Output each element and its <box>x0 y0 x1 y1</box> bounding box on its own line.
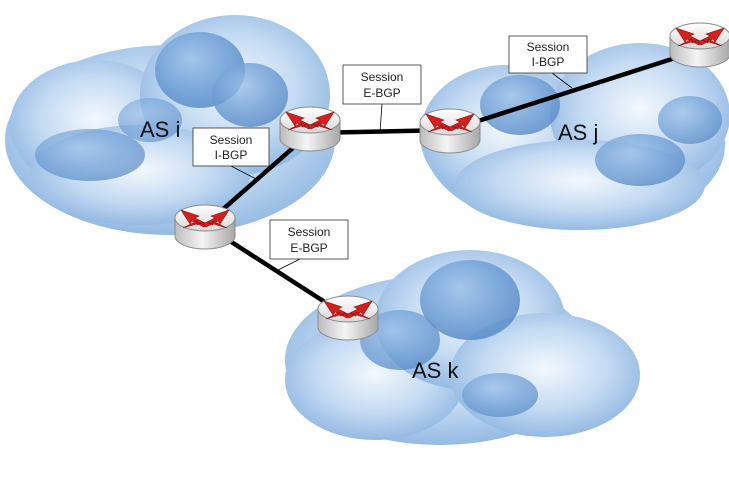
callout-ebgp-ik: Session E-BGP <box>269 219 349 260</box>
callout-ebgp-ik-line2: E-BGP <box>290 241 327 255</box>
callout-ibgp-as-i-line1: Session <box>210 133 253 147</box>
router-icon-as-j-internal <box>669 22 729 68</box>
callout-ibgp-as-i-line2: I-BGP <box>215 148 248 162</box>
link-ibgp-j <box>447 47 703 133</box>
callout-ibgp-as-j: Session I-BGP <box>508 35 588 74</box>
callout-ebgp-ij: Session E-BGP <box>342 64 422 105</box>
callout-ibgp-as-j-line1: Session <box>527 40 570 54</box>
router-icon-as-i-border <box>279 106 341 152</box>
callout-ebgp-ij-line1: Session <box>361 70 404 84</box>
router-icon-as-i-internal <box>174 204 236 250</box>
callout-ibgp-as-i: Session I-BGP <box>192 127 270 167</box>
cloud-as-j: AS j <box>420 43 729 230</box>
cloud-as-i: AS i <box>5 15 335 235</box>
as-i-label: AS i <box>140 117 180 142</box>
router-icon-as-j-border <box>419 108 481 154</box>
callout-ibgp-as-j-line2: I-BGP <box>532 55 565 69</box>
callout-pointers <box>230 72 573 271</box>
as-k-label: AS k <box>412 358 459 383</box>
cloud-as-k: AS k <box>285 250 640 445</box>
callout-ebgp-ik-line1: Session <box>288 225 331 239</box>
as-j-label: AS j <box>558 120 598 145</box>
callout-ebgp-ij-line2: E-BGP <box>363 86 400 100</box>
router-icon-as-k-border <box>317 295 379 341</box>
